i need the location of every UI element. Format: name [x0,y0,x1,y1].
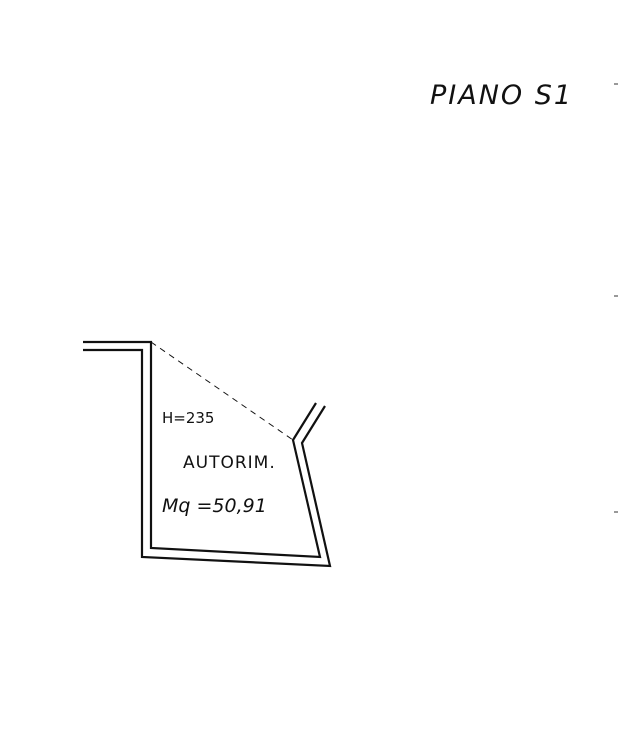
room-area-label: Mq =50,91 [162,495,267,517]
floor-title: PIANO S1 [430,80,574,111]
room-height-label: H=235 [162,409,215,427]
outer-wall-line [83,348,332,568]
room-name-label: AUTORIM. [183,453,276,473]
inner-wall-line [83,340,322,559]
dashed-boundary-line [150,341,294,441]
